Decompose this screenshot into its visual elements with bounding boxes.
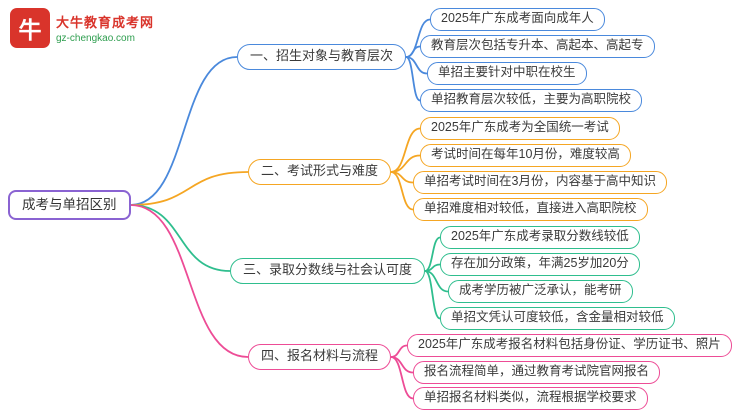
branch-node-admission: 三、录取分数线与社会认可度: [230, 258, 426, 284]
leaf-node: 考试时间在每年10月份，难度较高: [420, 144, 631, 167]
leaf-node: 报名流程简单，通过教育考试院官网报名: [413, 361, 661, 384]
leaf-node: 2025年广东成考报名材料包括身份证、学历证书、照片: [407, 334, 732, 357]
leaf-node: 单招难度相对较低，直接进入高职院校: [413, 198, 648, 221]
leaf-node: 2025年广东成考面向成年人: [430, 8, 605, 31]
leaf-node: 2025年广东成考录取分数线较低: [440, 226, 640, 249]
leaf-node: 教育层次包括专升本、高起本、高起专: [420, 35, 655, 58]
site-name: 大牛教育成考网: [56, 15, 155, 30]
leaf-node: 单招考试时间在3月份，内容基于高中知识: [413, 171, 667, 194]
site-url: gz-chengkao.com: [56, 33, 135, 44]
leaf-node: 单招教育层次较低，主要为高职院校: [420, 89, 643, 112]
leaf-node: 成考学历被广泛承认，能考研: [448, 280, 633, 303]
logo-text-block: 大牛教育成考网 gz-chengkao.com: [56, 12, 154, 44]
branch-node-registration: 四、报名材料与流程: [248, 344, 392, 370]
leaf-node: 单招报名材料类似，流程根据学校要求: [413, 387, 648, 410]
leaf-node: 存在加分政策，年满25岁加20分: [440, 253, 640, 276]
leaf-node: 单招主要针对中职在校生: [427, 62, 587, 85]
site-logo: 牛 大牛教育成考网 gz-chengkao.com: [10, 8, 154, 48]
branch-node-exam: 二、考试形式与难度: [248, 159, 392, 185]
leaf-node: 单招文凭认可度较低，含金量相对较低: [440, 307, 675, 330]
bull-logo-icon: 牛: [10, 8, 50, 48]
leaf-node: 2025年广东成考为全国统一考试: [420, 117, 620, 140]
branch-node-enrollment: 一、招生对象与教育层次: [237, 44, 407, 70]
root-node: 成考与单招区别: [8, 190, 131, 220]
